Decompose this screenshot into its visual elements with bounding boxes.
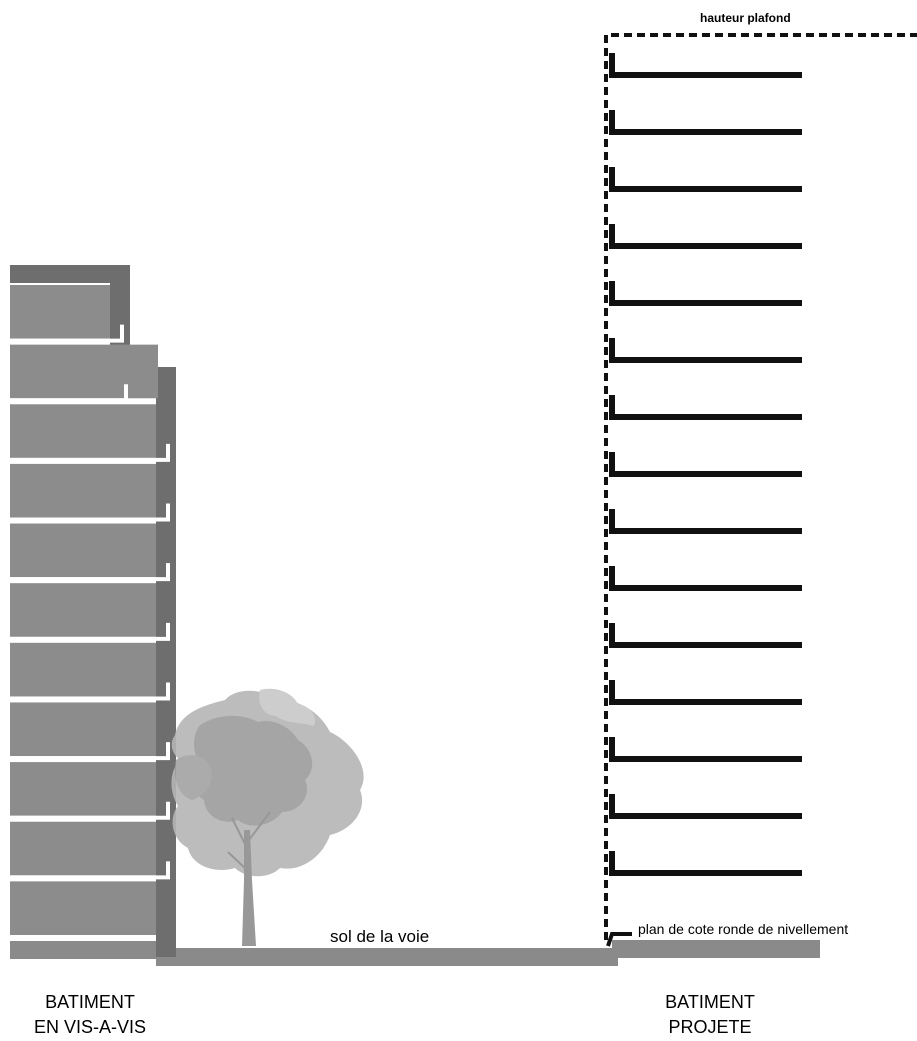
tree	[171, 688, 364, 946]
right-floor-slab	[609, 452, 802, 477]
ceiling-height-envelope	[604, 33, 917, 940]
right-floor-slab	[609, 338, 802, 363]
right-floor-slab	[609, 395, 802, 420]
left-building-label-line2: EN VIS-A-VIS	[34, 1017, 146, 1037]
right-floor-slab	[609, 53, 802, 78]
left-floor-slab	[10, 563, 170, 582]
left-building-base	[10, 941, 170, 959]
leveling-marker	[606, 932, 632, 947]
right-building-label-line2: PROJETE	[668, 1017, 751, 1037]
right-floor-slab	[609, 281, 802, 306]
road-ground	[156, 948, 618, 966]
left-floor-room	[10, 642, 156, 697]
right-floor-slab	[609, 737, 802, 762]
right-floor-slab	[609, 623, 802, 648]
left-floor-slab	[10, 503, 170, 522]
left-floor-room	[10, 881, 156, 935]
left-floor-room	[10, 523, 156, 578]
tree-trunk	[242, 830, 256, 946]
left-floor-slab	[10, 801, 170, 820]
left-floor-room	[10, 762, 156, 816]
right-building-label-line1: BATIMENT	[665, 992, 755, 1012]
left-floor-room	[10, 344, 158, 399]
tree-branch-1	[227, 811, 271, 871]
left-floor-slab	[10, 861, 170, 880]
ceiling-height-label: hauteur plafond	[700, 11, 791, 25]
right-floor-slab	[609, 509, 802, 534]
left-floors	[10, 285, 170, 935]
left-floor-room	[10, 285, 110, 339]
left-building	[10, 265, 176, 957]
left-floor-slab	[10, 742, 170, 761]
left-floor-slab	[10, 384, 128, 403]
ground	[10, 940, 820, 966]
right-floor-slab	[609, 680, 802, 705]
tree-canopy-light	[259, 688, 316, 726]
left-floor-slab	[10, 324, 124, 343]
right-floors	[609, 53, 802, 876]
left-floor-room	[10, 821, 156, 876]
right-floor-slab	[609, 224, 802, 249]
left-floor-room	[10, 463, 156, 518]
right-floor-slab	[609, 794, 802, 819]
right-floor-slab	[609, 851, 802, 876]
right-building	[604, 33, 917, 947]
left-floor-room	[10, 702, 156, 757]
left-floor-room	[10, 583, 156, 637]
leveling-plane-label: plan de cote ronde de nivellement	[638, 921, 848, 937]
right-ground	[612, 940, 820, 958]
road-ground-label: sol de la voie	[330, 927, 429, 946]
tree-canopy-dark	[192, 715, 313, 826]
left-roof-top	[10, 265, 130, 283]
left-main-facade	[156, 367, 176, 957]
right-floor-slab	[609, 110, 802, 135]
right-floor-slab	[609, 566, 802, 591]
left-floor-room	[10, 404, 156, 458]
left-floor-slab	[10, 443, 170, 462]
tree-canopy-left	[174, 755, 212, 800]
right-floor-slab	[609, 167, 802, 192]
left-floor-slab	[10, 622, 170, 641]
left-building-label-line1: BATIMENT	[45, 992, 135, 1012]
left-floor-slab	[10, 682, 170, 701]
